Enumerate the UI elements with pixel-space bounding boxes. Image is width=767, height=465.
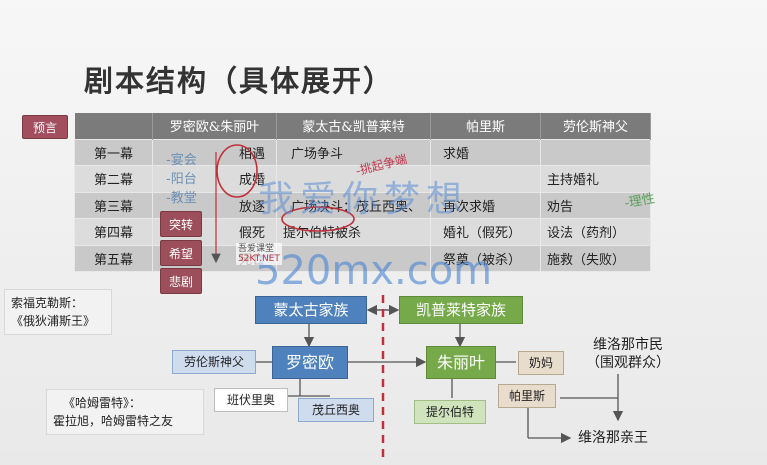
node-capulet: 凯普莱特家族 (399, 296, 523, 324)
table-row: 第四幕 假死 提尔伯特被杀 婚礼（假死） 设法（药剂） (74, 218, 651, 246)
red-circle-marker (281, 206, 355, 232)
note-line: 霍拉旭，哈姆雷特之友 (53, 414, 174, 428)
table-cell: 主持婚礼 (540, 165, 651, 193)
table-header-cell: 蒙太古&凯普莱特 (276, 113, 431, 139)
node-juliet: 朱丽叶 (426, 346, 496, 379)
table-cell: 施救（失败） (540, 244, 651, 272)
preface-tag: 预言 (22, 115, 68, 139)
act-cell: 第三幕 (74, 191, 153, 219)
node-prince: 维洛那亲王 (578, 430, 648, 446)
table-row: 第一幕 相遇 广场争斗 求婚 (74, 138, 651, 166)
tragedy-tag: 悲剧 (160, 268, 202, 294)
hamlet-note: 《哈姆雷特》： 霍拉旭，哈姆雷特之友 (46, 389, 204, 435)
node-benvolio: 班伏里奥 (214, 388, 288, 412)
node-friar: 劳伦斯神父 (172, 350, 256, 374)
table-row: 第五幕 死亡 祭奠（被杀） 施救（失败） (74, 244, 651, 272)
red-circle-marker (216, 144, 258, 198)
table-header-cell: 罗密欧&朱丽叶 (152, 113, 277, 139)
node-tybalt: 提尔伯特 (414, 400, 486, 424)
node-nurse: 奶妈 (518, 351, 564, 375)
act-cell: 第五幕 (74, 244, 153, 272)
act-cell: 第一幕 (74, 138, 153, 166)
sophocles-note: 索福克勒斯： 《俄狄浦斯王》 (4, 289, 112, 335)
table-cell: 广场争斗 (276, 138, 431, 166)
node-romeo: 罗密欧 (272, 346, 348, 379)
table-cell (540, 138, 651, 166)
node-citizens: 维洛那市民 （围观群众） (586, 336, 670, 372)
table-cell: 再次求婚 (430, 191, 541, 219)
node-paris: 帕里斯 (498, 384, 556, 408)
table-cell: 劝告 (540, 191, 651, 219)
hope-tag: 希望 (160, 240, 202, 266)
table-header-cell (74, 113, 153, 139)
table-cell: 设法（药剂） (540, 218, 651, 246)
note-line: 《哈姆雷特》： (63, 396, 142, 410)
annotation-feast: -宴会 (166, 153, 197, 168)
node-montague: 蒙太古家族 (255, 296, 367, 324)
citizens-line: 维洛那市民 (593, 337, 663, 353)
annotation-balcony: -阳台 (166, 172, 197, 187)
turn-tag: 突转 (160, 211, 202, 237)
slide-title: 剧本结构（具体展开） (84, 64, 395, 98)
table-cell: 婚礼（假死） (430, 218, 541, 246)
table-cell (276, 244, 431, 272)
table-header-cell: 劳伦斯神父 (540, 113, 651, 139)
note-line: 索福克勒斯： (11, 296, 84, 310)
node-mercutio: 茂丘西奥 (298, 398, 374, 422)
table-cell: 广场决斗：茂丘西奥、 (276, 191, 431, 219)
table-cell (276, 165, 431, 193)
table-header-cell: 帕里斯 (430, 113, 541, 139)
table-row: 第二幕 成婚 主持婚礼 (74, 165, 651, 193)
table-header-row: 罗密欧&朱丽叶 蒙太古&凯普莱特 帕里斯 劳伦斯神父 (74, 113, 651, 139)
act-cell: 第二幕 (74, 165, 153, 193)
annotation-church: -教堂 (166, 191, 197, 206)
note-line: 《俄狄浦斯王》 (11, 314, 96, 328)
act-cell: 第四幕 (74, 218, 153, 246)
table-cell: 提尔伯特被杀 (276, 218, 431, 246)
citizens-line: （围观群众） (586, 355, 670, 371)
table-cell: 求婚 (430, 138, 541, 166)
structure-table: 罗密欧&朱丽叶 蒙太古&凯普莱特 帕里斯 劳伦斯神父 第一幕 相遇 广场争斗 求… (74, 113, 651, 272)
